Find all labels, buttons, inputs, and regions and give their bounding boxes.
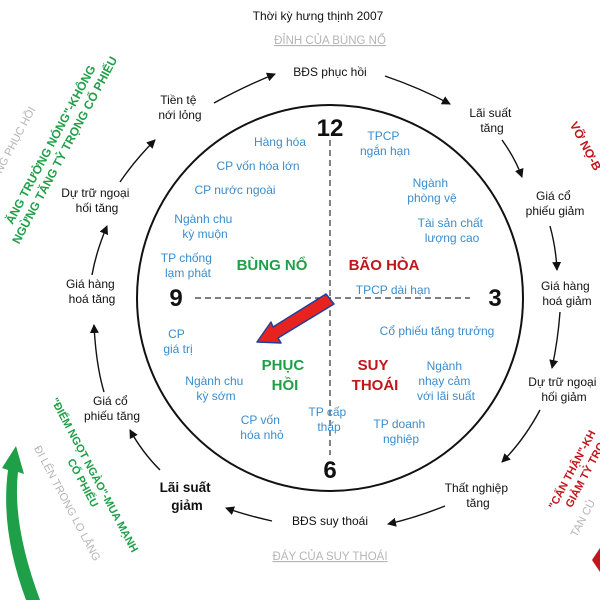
quadrant-phuc-hoi-line: HỒI (272, 376, 299, 394)
outer-lai-suat-tang: Lãi suất tăng (469, 106, 514, 135)
outer-gia-cp-tang: Giá cổ phiếu tăng (84, 394, 140, 423)
outer-tien-te-noi-long: Tiền tệ nới lỏng (158, 93, 201, 122)
arrow-11 (91, 225, 109, 276)
label-tpcp-ngan-han: TPCP ngắn hạn (360, 129, 410, 158)
clock-number-12: 12 (317, 115, 344, 142)
cycle-arrows (89, 72, 562, 527)
red-curve-arrow (592, 548, 600, 572)
outer-gia-cp-giam: Giá cổ phiếu giảm (526, 189, 585, 218)
label-cp-nuoc-ngoai: CP nước ngoài (194, 183, 275, 197)
label-hang-hoa: Hàng hóa (254, 135, 306, 149)
quadrant-suy-thoai-line: THOÁI (352, 377, 399, 394)
label-nganh-nhay-cam: Ngành nhạy cảm với lãi suất (417, 359, 476, 403)
bottom-label: ĐÁY CỦA SUY THOÁI (272, 550, 387, 563)
arrow-9 (129, 429, 161, 471)
clock-number-6: 6 (323, 457, 336, 484)
quadrant-bao-hoa: BÃO HÒA (349, 256, 420, 274)
clock-hand-arrow (256, 293, 335, 344)
quadrant-suy-thoai-line: SUY (358, 357, 389, 374)
inner-asset-labels: Hàng hóa CP vốn hóa lớn CP nước ngoài Ng… (161, 129, 495, 446)
outer-that-nghiep-tang: Thất nghiệp tăng (445, 481, 512, 510)
outer-cycle-labels: BĐS phục hồi Lãi suất tăng Giá cổ phiếu … (61, 65, 599, 528)
side-right-red-top: VỠ NỢ-B (567, 119, 600, 173)
diagram-title: Thời kỳ hưng thịnh 2007 (253, 9, 384, 23)
outer-gia-hang-hoa-tang: Giá hàng hoá tăng (66, 277, 118, 306)
arrow-5 (549, 311, 561, 369)
arrow-10 (89, 324, 105, 393)
outer-du-tru-ngoai-hoi-tang: Dự trữ ngoại hối tăng (61, 186, 132, 215)
label-tp-chong-lam-phat: TP chống lạm phát (161, 251, 216, 280)
label-cp-von-hoa-lon: CP vốn hóa lớn (216, 159, 299, 173)
outer-lai-suat-giam: Lãi suất giảm (160, 480, 215, 513)
arrow-4 (549, 225, 562, 271)
label-cp-tang-truong: Cổ phiếu tăng trưởng (380, 324, 495, 338)
arrow-8 (225, 506, 273, 522)
quadrant-phuc-hoi: PHỤC HỒI (262, 357, 309, 394)
clock-number-9: 9 (169, 285, 182, 312)
label-nganh-chu-ky-som: Ngành chu kỳ sớm (185, 374, 246, 403)
quadrant-suy-thoai: SUY THOÁI (352, 357, 399, 394)
label-tai-san-chat-luong: Tài sản chất lượng cao (418, 216, 487, 245)
label-nganh-phong-ve: Ngành phòng vệ (407, 176, 457, 205)
arrow-1 (213, 72, 276, 104)
outer-bds-phuc-hoi: BĐS phục hồi (293, 65, 366, 79)
outer-bds-suy-thoai: BĐS suy thoái (292, 514, 368, 528)
quadrant-phuc-hoi-line: PHỤC (262, 357, 305, 374)
quadrant-bung-no: BÙNG NỔ (237, 256, 308, 274)
green-curve-arrow (2, 446, 40, 600)
arrow-2 (384, 75, 451, 105)
clock-number-3: 3 (488, 285, 501, 312)
arrow-7 (387, 505, 446, 527)
outer-du-tru-ngoai-hoi-giam: Dự trữ ngoại hối giảm (528, 375, 599, 404)
top-label: ĐỈNH CỦA BÙNG NỔ (274, 34, 386, 47)
label-nganh-chu-ky-muon: Ngành chu kỳ muộn (174, 212, 235, 241)
label-cp-von-hoa-nho: CP vốn hóa nhỏ (240, 413, 284, 442)
clock-face (136, 104, 524, 492)
label-tp-cap-thap: TP cấp thấp (308, 405, 349, 434)
arrow-12 (119, 139, 156, 183)
outer-gia-hang-hoa-giam: Giá hàng hoá giảm (541, 279, 593, 308)
arrow-6 (501, 409, 541, 463)
label-tp-doanh-nghiep: TP doanh nghiệp (373, 417, 428, 446)
label-tpcp-dai-han: TPCP dài hạn (356, 283, 431, 297)
arrow-3 (501, 139, 524, 178)
label-cp-gia-tri: CP giá trị (163, 327, 192, 356)
